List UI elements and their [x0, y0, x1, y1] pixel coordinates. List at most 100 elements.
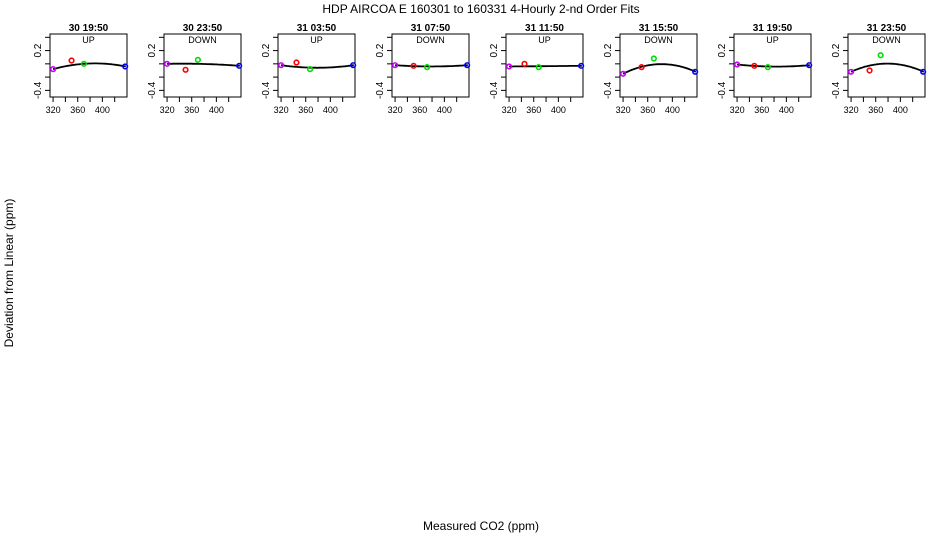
- x-tick-label: 320: [274, 105, 289, 115]
- y-tick-label: -0.4: [831, 81, 842, 99]
- panel-direction: UP: [82, 35, 95, 45]
- panel-label: 31 23:50: [867, 23, 907, 34]
- y-tick-label: 0.2: [147, 43, 158, 57]
- data-point: [751, 62, 758, 69]
- x-tick-label: 400: [95, 105, 110, 115]
- y-tick-label: -0.4: [489, 81, 500, 99]
- data-point: [619, 70, 627, 77]
- data-point: [877, 52, 884, 59]
- y-tick-label: -0.4: [717, 81, 728, 99]
- chart-title: HDP AIRCOA E 160301 to 160331 4-Hourly 2…: [322, 2, 639, 16]
- x-tick-label: 360: [640, 105, 655, 115]
- data-point: [350, 62, 357, 69]
- panel-frame: [619, 33, 698, 98]
- data-point: [163, 60, 171, 67]
- panel-direction: UP: [766, 35, 779, 45]
- y-tick-label: 0.2: [603, 43, 614, 57]
- fit-curve: [622, 63, 697, 75]
- x-tick-label: 320: [46, 105, 61, 115]
- data-point: [578, 62, 585, 69]
- x-tick-label: 360: [184, 105, 199, 115]
- fit-curve: [395, 64, 468, 68]
- fit-curve: [737, 63, 810, 68]
- panel-direction: DOWN: [872, 35, 901, 45]
- y-tick-label: -0.4: [147, 81, 158, 99]
- data-point: [638, 64, 645, 71]
- y-tick-label: 0.2: [717, 43, 728, 57]
- data-point: [68, 57, 75, 64]
- panel-label: 31 15:50: [639, 23, 679, 34]
- data-point: [424, 64, 431, 71]
- panel-label: 31 19:50: [753, 23, 793, 34]
- y-tick-label: -0.4: [375, 81, 386, 99]
- y-tick-label: 0.2: [489, 43, 500, 57]
- data-point: [733, 61, 741, 68]
- y-tick-label: -0.4: [261, 81, 272, 99]
- x-tick-label: 360: [526, 105, 541, 115]
- panel-label: 30 23:50: [183, 23, 223, 34]
- data-point: [764, 64, 771, 71]
- data-point: [920, 68, 927, 75]
- panel-label: 31 11:50: [525, 23, 564, 34]
- x-axis-label: Measured CO2 (ppm): [423, 519, 539, 533]
- data-point: [866, 67, 873, 74]
- panel-label: 31 07:50: [411, 23, 451, 34]
- data-point: [847, 68, 855, 75]
- y-axis-label: Deviation from Linear (ppm): [2, 199, 16, 348]
- data-point: [277, 62, 285, 69]
- data-point: [464, 62, 471, 69]
- x-tick-label: 400: [323, 105, 338, 115]
- x-tick-label: 400: [209, 105, 224, 115]
- x-tick-label: 320: [730, 105, 745, 115]
- x-tick-label: 400: [893, 105, 908, 115]
- x-tick-label: 320: [844, 105, 859, 115]
- data-point: [521, 60, 528, 67]
- x-tick-label: 360: [298, 105, 313, 115]
- fit-curve: [850, 62, 925, 73]
- data-point: [306, 66, 314, 73]
- y-tick-label: 0.2: [261, 43, 272, 57]
- data-point: [194, 56, 201, 63]
- data-point: [505, 63, 513, 70]
- panel-frame: [847, 33, 926, 98]
- panel-direction: DOWN: [416, 35, 445, 45]
- y-tick-label: 0.2: [33, 43, 44, 57]
- x-tick-label: 360: [412, 105, 427, 115]
- panel-direction: DOWN: [644, 35, 673, 45]
- y-tick-label: -0.4: [603, 81, 614, 99]
- x-tick-label: 320: [616, 105, 631, 115]
- y-tick-label: 0.2: [375, 43, 386, 57]
- data-point: [535, 64, 542, 71]
- data-point: [692, 68, 699, 75]
- data-point: [122, 63, 129, 70]
- x-tick-label: 400: [665, 105, 680, 115]
- y-tick-label: -0.4: [33, 81, 44, 99]
- panel-label: 30 19:50: [69, 23, 109, 34]
- panel-label: 31 03:50: [297, 23, 337, 34]
- data-point: [236, 62, 243, 69]
- panel-direction: DOWN: [188, 35, 217, 45]
- x-tick-label: 400: [779, 105, 794, 115]
- fit-curve: [167, 62, 240, 67]
- y-tick-label: 0.2: [831, 43, 842, 57]
- x-tick-label: 320: [388, 105, 403, 115]
- data-point: [80, 60, 87, 67]
- data-point: [650, 55, 657, 62]
- x-tick-label: 320: [502, 105, 517, 115]
- panel-direction: UP: [310, 35, 323, 45]
- data-point: [49, 66, 57, 73]
- x-tick-label: 360: [70, 105, 85, 115]
- x-tick-label: 360: [868, 105, 883, 115]
- panel-direction: UP: [538, 35, 551, 45]
- data-point: [806, 62, 813, 69]
- x-tick-label: 400: [437, 105, 452, 115]
